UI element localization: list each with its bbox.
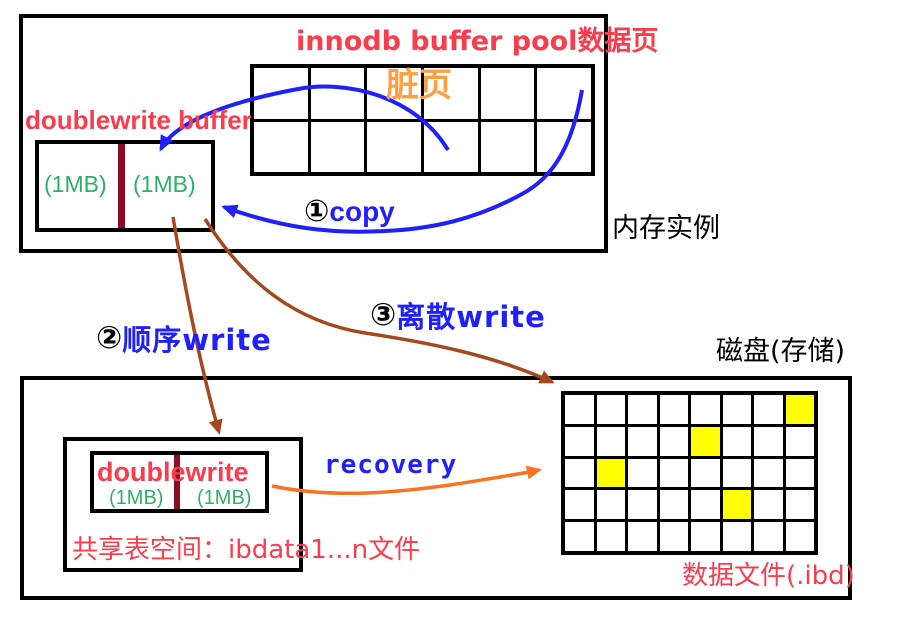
step3-badge: ③ xyxy=(370,297,397,333)
sequential-write-text: 顺序write xyxy=(122,323,272,357)
page-cell xyxy=(785,490,814,520)
page-cell xyxy=(754,490,783,520)
shared-tablespace-label: 共享表空间：ibdata1...n文件 xyxy=(72,535,421,565)
page-cell xyxy=(785,458,814,488)
step2-badge: ② xyxy=(96,320,123,356)
page-cell xyxy=(480,121,535,172)
page-cell xyxy=(722,458,751,488)
page-cell xyxy=(565,458,594,488)
page-cell xyxy=(754,522,783,551)
doublewrite-file-divider xyxy=(174,455,180,509)
page-cell xyxy=(537,68,591,119)
page-cell xyxy=(691,458,720,488)
page-cell xyxy=(596,490,625,520)
page-cell xyxy=(754,458,783,488)
page-cell xyxy=(691,395,720,424)
page-cell xyxy=(310,121,365,172)
dirty-page-label: 脏页 xyxy=(386,65,452,104)
doublewrite-divider xyxy=(118,144,125,228)
disk-storage-label: 磁盘(存储) xyxy=(716,336,846,367)
page-cell xyxy=(659,426,688,456)
doublewrite-chunk-right: (1MB) xyxy=(133,171,196,197)
buffer-pool-title: innodb buffer pool数据页 xyxy=(296,26,659,57)
written-page-cell xyxy=(722,490,751,520)
page-cell xyxy=(659,458,688,488)
shared-tablespace-box xyxy=(63,437,303,572)
copy-label: copy xyxy=(329,195,395,227)
doublewrite-file-chunk-left: (1MB) xyxy=(109,487,164,509)
doublewrite-chunk-left: (1MB) xyxy=(44,171,107,197)
page-cell xyxy=(596,395,625,424)
page-cell xyxy=(628,426,657,456)
page-cell xyxy=(628,522,657,551)
written-page-cell xyxy=(691,426,720,456)
page-cell xyxy=(659,395,688,424)
page-cell xyxy=(659,490,688,520)
page-cell xyxy=(565,490,594,520)
page-cell xyxy=(628,395,657,424)
data-file-label: 数据文件(.ibd) xyxy=(682,561,855,591)
page-cell xyxy=(754,426,783,456)
page-cell xyxy=(565,522,594,551)
page-cell xyxy=(565,426,594,456)
page-cell xyxy=(754,395,783,424)
written-page-cell xyxy=(785,395,814,424)
page-cell xyxy=(596,426,625,456)
sequential-write-label: ② 顺序write xyxy=(96,317,272,359)
page-cell xyxy=(722,395,751,424)
memory-instance-label: 内存实例 xyxy=(612,213,720,244)
scattered-write-label: ③ 离散write xyxy=(370,294,546,336)
page-cell xyxy=(254,68,308,119)
page-cell xyxy=(659,522,688,551)
page-cell xyxy=(480,68,535,119)
page-cell xyxy=(691,490,720,520)
page-cell xyxy=(722,426,751,456)
page-cell xyxy=(565,395,594,424)
page-cell xyxy=(596,522,625,551)
page-cell xyxy=(785,426,814,456)
doublewrite-file-box: doublewrite (1MB) (1MB) xyxy=(90,451,269,513)
page-cell xyxy=(254,121,308,172)
copy-step-label: ① copy xyxy=(304,194,395,229)
recovery-label: recovery xyxy=(324,450,458,480)
page-cell xyxy=(722,522,751,551)
page-cell xyxy=(628,490,657,520)
doublewrite-buffer-label: doublewrite buffer xyxy=(25,105,252,135)
page-cell xyxy=(691,522,720,551)
page-cell xyxy=(367,121,421,172)
doublewrite-file-chunk-right: (1MB) xyxy=(197,487,252,509)
page-cell xyxy=(310,68,365,119)
step1-badge: ① xyxy=(304,194,330,229)
page-cell xyxy=(537,121,591,172)
written-page-cell xyxy=(596,458,625,488)
doublewrite-file-label: doublewrite xyxy=(97,457,249,487)
page-cell xyxy=(424,121,478,172)
doublewrite-buffer-box: (1MB) (1MB) xyxy=(35,140,215,232)
data-file-grid xyxy=(561,391,818,555)
page-cell xyxy=(785,522,814,551)
scattered-write-text: 离散write xyxy=(396,300,546,334)
page-cell xyxy=(628,458,657,488)
